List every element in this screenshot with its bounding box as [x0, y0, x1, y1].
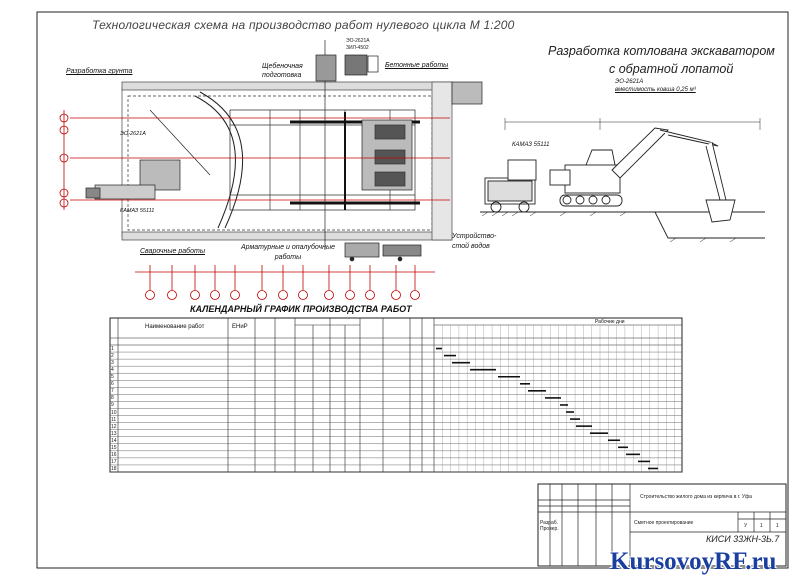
watermark: KursovoyRF.ru [610, 548, 777, 575]
stamp-cell-2: 1 [776, 523, 779, 529]
stamp-cell-u: У [744, 523, 748, 529]
schedule-row-number: 16 [111, 451, 117, 458]
excavator-elevation [480, 118, 765, 243]
label-gravel-prep: Щебеночная подготовка [262, 63, 303, 79]
schedule-rows [110, 351, 682, 473]
label-excavator-right: ЭО-2621А [615, 79, 644, 85]
schedule-row-number: 5 [111, 374, 114, 381]
title-block [537, 483, 787, 567]
label-crane-top: ЭО-2621А [346, 38, 370, 44]
schedule-row-number: 12 [111, 423, 117, 430]
schedule-col-enir: ЕНиР [232, 324, 248, 330]
label-excavator-left: ЭО-2621А [120, 131, 146, 137]
axis-markers [59, 113, 420, 300]
label-reinforcement: Арматурные и опалубочные работы [240, 244, 336, 261]
schedule-row-number: 2 [111, 353, 114, 360]
label-truck-left: КАМАЗ 55111 [120, 208, 155, 214]
label-truck-right: КАМАЗ 55111 [512, 142, 550, 148]
schedule-title: КАЛЕНДАРНЫЙ ГРАФИК ПРОИЗВОДСТВА РАБОТ [190, 304, 412, 314]
schedule-row-number: 9 [111, 402, 114, 409]
schedule-row-number: 7 [111, 388, 114, 395]
main-title: Технологическая схема на производство ра… [92, 18, 515, 32]
schedule-table [109, 317, 683, 473]
schedule-row-number: 6 [111, 381, 114, 388]
schedule-row-number: 3 [111, 360, 114, 367]
stamp-code: КИСИ 33ЖН-3Ь.7 [706, 534, 780, 544]
stamp-cell-1: 1 [760, 523, 763, 529]
label-welding: Сварочные работы [140, 248, 205, 255]
label-soil-dev: Разработка грунта [66, 68, 133, 75]
label-concrete-works: Бетонные работы [385, 62, 449, 69]
label-bucket-capacity: вместимость ковша 0,25 м³ [615, 87, 696, 93]
site-plan [59, 40, 483, 300]
schedule-row-number: 11 [111, 416, 117, 423]
schedule-row-number: 17 [111, 458, 117, 465]
schedule-col-days: Рабочие дни [595, 319, 625, 325]
stamp-line2: Сметное проектирование [634, 520, 694, 526]
schedule-row-number: 4 [111, 367, 114, 374]
stamp-line1: Строительство жилого дома из кирпича в г… [640, 494, 752, 500]
schedule-row-number: 1 [111, 346, 114, 352]
excavation-title-line1: Разработка котлована экскаватором [548, 44, 775, 58]
schedule-gantt [436, 347, 658, 470]
excavation-title-line2: с обратной лопатой [609, 62, 734, 76]
stamp-dept: Разраб. Провер. [540, 520, 559, 532]
schedule-row-number: 14 [111, 437, 117, 444]
schedule-row-number: 18 [111, 465, 117, 472]
schedule-row-number: 8 [111, 395, 114, 402]
schedule-row-number: 10 [111, 409, 117, 416]
sheet-frame [36, 11, 789, 569]
label-settler: Устройство-стой водов [452, 233, 497, 250]
schedule-col-name: Наименование работ [145, 324, 205, 330]
schedule-row-number: 13 [111, 430, 117, 437]
schedule-row-number: 15 [111, 444, 117, 451]
label-crane-top2: ЗИЛ-4502 [346, 45, 369, 51]
